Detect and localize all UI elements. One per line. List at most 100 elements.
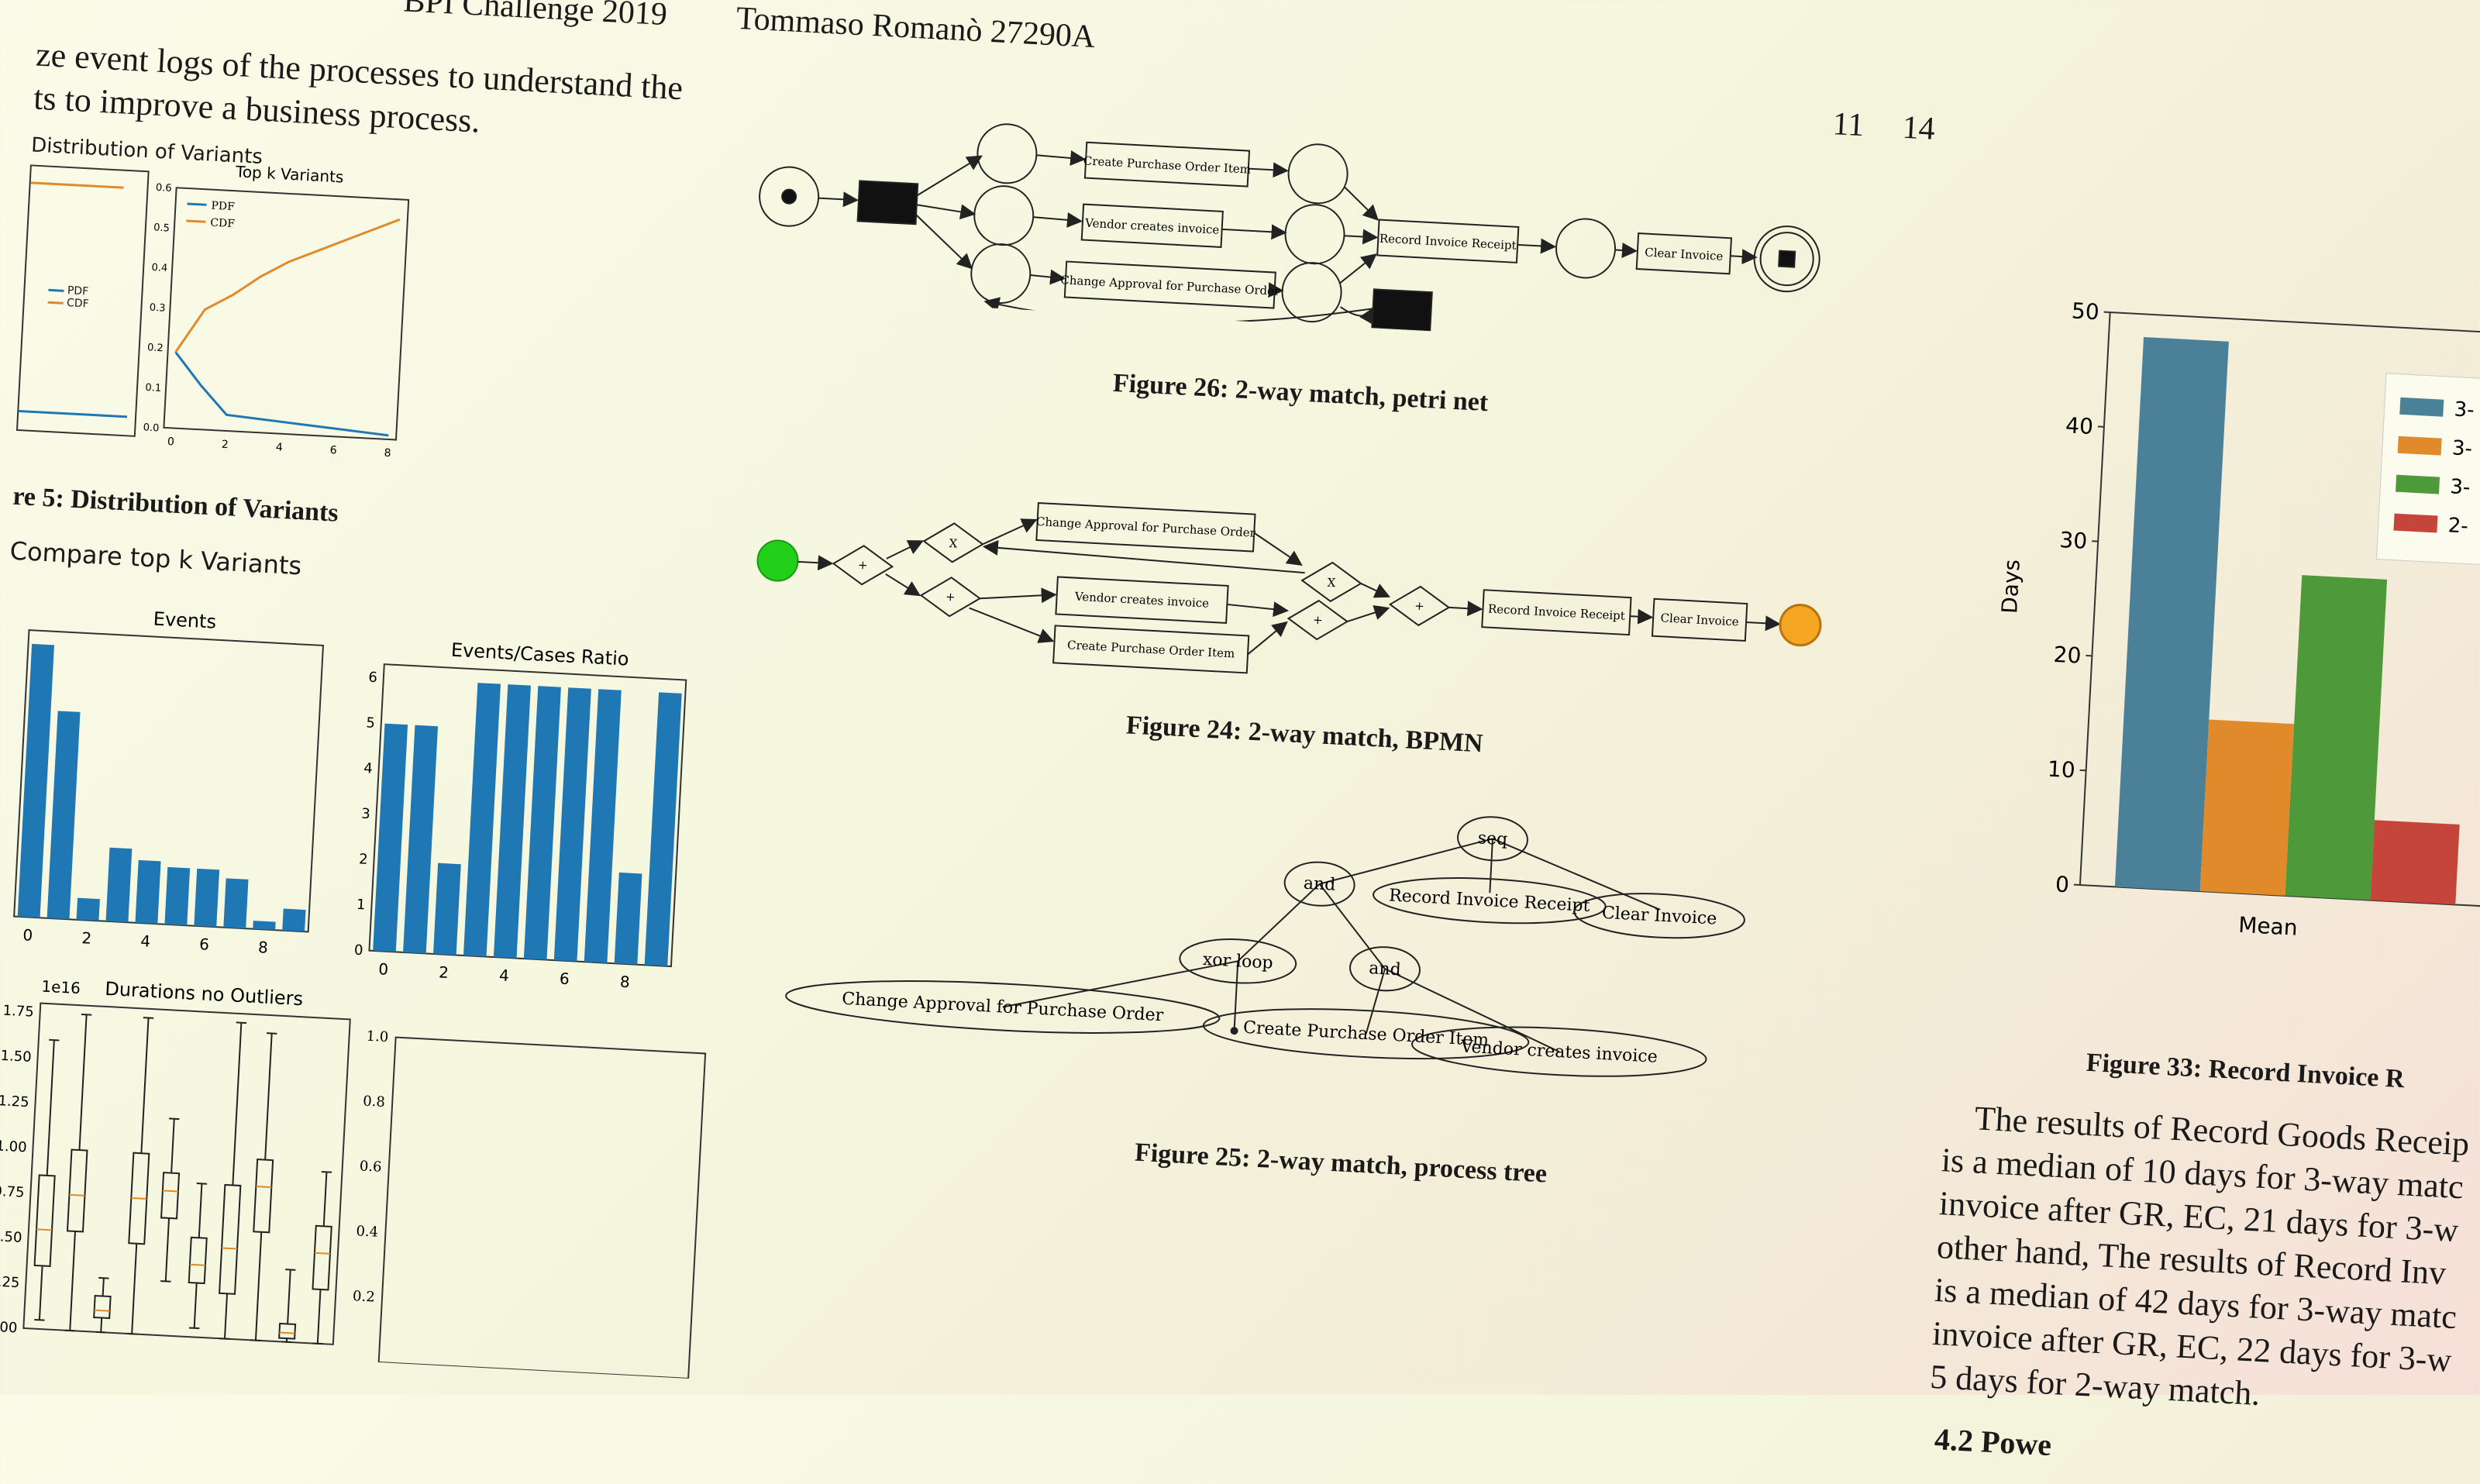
bar	[223, 878, 248, 928]
results-paragraph: The results of Record Goods Receip is a …	[1929, 1095, 2471, 1426]
x-tick-label: 6	[559, 969, 570, 989]
whisker	[265, 1034, 272, 1160]
whisker	[232, 1023, 241, 1186]
box	[67, 1150, 87, 1232]
gateway-label: X	[949, 536, 958, 551]
petri-net-diagram: Create Purchase Order Item Vendor create…	[753, 110, 1846, 353]
whisker	[40, 1265, 43, 1320]
y-tick-label: 0	[2055, 871, 2070, 897]
activity-label: Clear Invoice	[1645, 246, 1724, 263]
silent-transition	[858, 181, 918, 224]
bar	[135, 860, 160, 924]
page-number: 14	[1901, 109, 1935, 148]
figure-caption: Figure 26: 2-way match, petri net	[1112, 369, 1489, 418]
box	[189, 1238, 207, 1283]
place	[1555, 218, 1617, 280]
gateway-label: +	[1414, 599, 1425, 614]
x-tick-label: 6	[199, 935, 210, 954]
box	[161, 1172, 179, 1218]
y-tick-label: 0.0	[143, 422, 159, 434]
bar	[253, 921, 275, 930]
place	[976, 122, 1038, 184]
box-plot-item	[279, 1269, 298, 1342]
whisker	[288, 1270, 291, 1324]
median-line	[315, 1253, 330, 1254]
activity-label: Vendor creates invoice	[1084, 216, 1220, 237]
whisker	[103, 1278, 104, 1296]
box-plot-item	[217, 1022, 249, 1339]
x-tick-label: 4	[140, 931, 151, 951]
legend-swatch	[2393, 514, 2437, 533]
gateway-label: X	[1327, 576, 1336, 591]
whisker-cap	[285, 1269, 295, 1270]
durations-boxplot: 1e16 Durations no Outliers 0.000.250.500…	[0, 969, 367, 1353]
y-tick-label: 10	[2047, 756, 2075, 783]
box-plot-item	[310, 1172, 335, 1344]
activity-label: Create Purchase Order Item	[1083, 153, 1251, 176]
y-tick-label: 40	[2065, 412, 2093, 439]
whisker	[101, 1318, 102, 1333]
y-tick-label: 0.4	[151, 262, 167, 274]
pdf-series-line	[172, 352, 392, 436]
y-tick-label: 6	[368, 670, 378, 687]
whisker-cap	[250, 1340, 260, 1341]
y-tick-label: 30	[2059, 527, 2088, 554]
gateway-label: +	[858, 558, 869, 573]
section-heading: 4.2 Powe	[1934, 1420, 2052, 1463]
y-tick-label: 0.50	[0, 1228, 22, 1246]
whisker	[79, 1014, 86, 1150]
y-tick-label: 0.75	[0, 1183, 25, 1201]
whisker	[324, 1172, 327, 1226]
bar	[615, 873, 642, 965]
whisker	[141, 1017, 148, 1153]
y-tick-label: 2	[359, 851, 369, 868]
y-tick-label: 1.0	[366, 1028, 389, 1045]
box-plot-item	[187, 1183, 210, 1328]
activity-label: Vendor creates invoice	[1459, 1037, 1658, 1066]
y-tick-label: 0.00	[0, 1318, 18, 1336]
place	[973, 184, 1035, 246]
x-tick-label: 8	[619, 973, 630, 992]
activity-label: Record Invoice Receipt	[1389, 886, 1591, 916]
box	[279, 1324, 295, 1339]
x-tick-label: Mean	[2237, 912, 2298, 941]
box-plot-item	[124, 1017, 156, 1334]
chart-title: Events/Cases Ratio	[450, 639, 629, 670]
bpmn-diagram: X X + + + + Change Approval for Purchase…	[741, 467, 1913, 728]
whisker-cap	[160, 1281, 170, 1282]
activity-label: Change Approval for Purchase Order	[1036, 515, 1257, 540]
y-tick-label: 20	[2053, 642, 2082, 669]
bar	[282, 909, 305, 932]
bar	[2200, 719, 2294, 895]
start-event	[756, 539, 799, 582]
whisker-cap	[189, 1327, 199, 1328]
whisker	[318, 1289, 321, 1344]
y-tick-label: 3	[361, 806, 371, 823]
section-subheading: Compare top k Variants	[9, 536, 302, 581]
whisker-cap	[267, 1033, 277, 1034]
activity-label: Create Purchase Order Item	[1067, 638, 1235, 660]
whisker-cap	[312, 1343, 322, 1344]
y-tick-label: 0.8	[363, 1093, 386, 1110]
bar	[2285, 575, 2388, 900]
x-tick-label: 2	[439, 962, 450, 982]
whisker	[225, 1293, 227, 1338]
chart-title: Durations no Outliers	[105, 978, 304, 1010]
y-tick-label: 0.25	[0, 1273, 20, 1291]
activity-label: Clear Invoice	[1660, 611, 1739, 628]
cdf-series-line	[176, 208, 400, 363]
chart-title: Top k Variants	[235, 162, 344, 186]
activity-label: Record Invoice Receipt	[1488, 602, 1626, 623]
activity-label: Record Invoice Receipt	[1379, 232, 1517, 253]
y-tick-label: 1.00	[0, 1138, 27, 1155]
tau-leaf	[1231, 1028, 1237, 1034]
y-tick-label: 5	[366, 714, 376, 732]
whisker-cap	[169, 1118, 179, 1119]
running-header-title: BPI Challenge 2019	[402, 0, 668, 33]
bar	[106, 848, 133, 923]
y-tick-label: 0.6	[359, 1158, 382, 1175]
x-tick-label: 4	[275, 441, 283, 453]
